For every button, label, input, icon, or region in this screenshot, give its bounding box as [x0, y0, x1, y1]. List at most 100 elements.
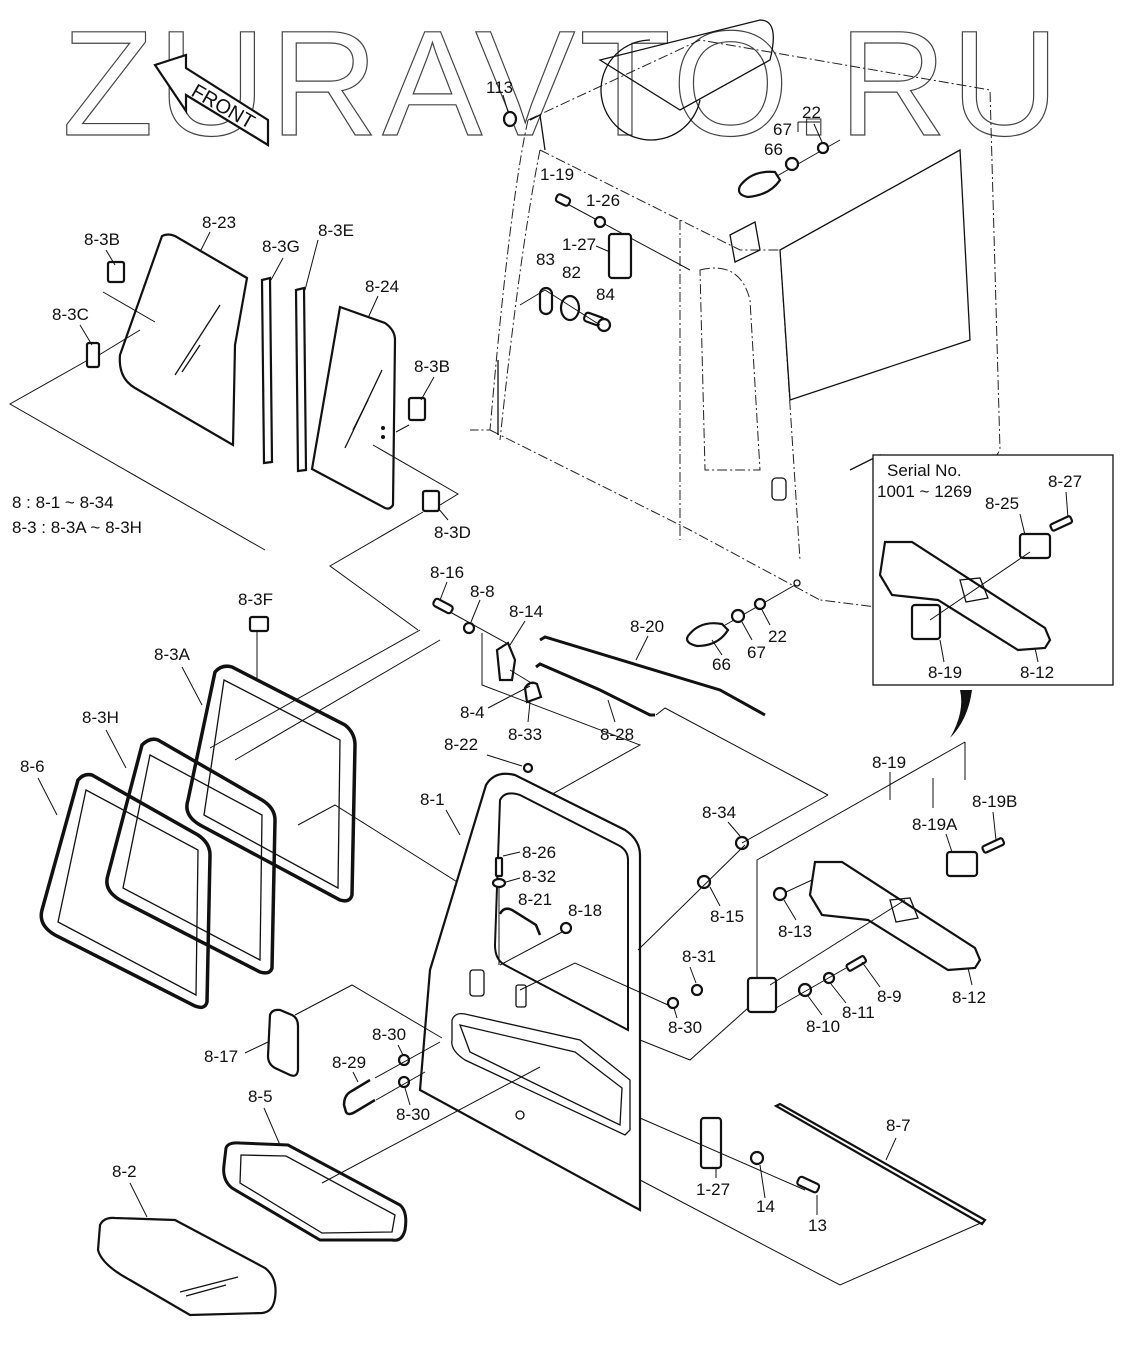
part-8-2-glass: 8-2 [96, 1162, 277, 1317]
svg-text:8-27: 8-27 [1048, 472, 1082, 491]
part-8-10: 8-10 [797, 982, 840, 1036]
svg-text:13: 13 [808, 1216, 827, 1235]
svg-text:8-3A: 8-3A [154, 645, 191, 664]
part-8-30-c: 8-30 [375, 1071, 430, 1124]
svg-text:8-15: 8-15 [710, 907, 744, 926]
svg-text:1001 ~ 1269: 1001 ~ 1269 [877, 482, 972, 501]
svg-text:8-6: 8-6 [20, 757, 45, 776]
part-8-32-washer: 8-32 [491, 867, 556, 965]
part-8-3B-latch-a: 8-3B [84, 230, 156, 323]
svg-text:8-30: 8-30 [372, 1025, 406, 1044]
part-8-13: 8-13 [772, 879, 813, 941]
svg-text:83: 83 [536, 250, 555, 269]
svg-text:8-3H: 8-3H [82, 708, 119, 727]
part-14-washer: 14 [749, 1150, 775, 1216]
serial-inset: Serial No. 1001 ~ 1269 8-27 8-25 8-19 8-… [872, 454, 1114, 686]
svg-text:8-32: 8-32 [522, 867, 556, 886]
part-8-19-assembly: 8-19 [872, 753, 906, 800]
part-8-20-rod: 8-20 [539, 617, 766, 717]
svg-text:22: 22 [768, 627, 787, 646]
part-8-26-bolt: 8-26 [494, 843, 556, 878]
svg-text:8-2: 8-2 [112, 1162, 137, 1181]
part-hinge-upper: 1-19 1-26 1-27 83 82 84 [519, 165, 691, 333]
svg-text:8-13: 8-13 [778, 922, 812, 941]
part-8-4: 8-4 [460, 685, 531, 722]
part-8-3E-seal: 8-3E [294, 221, 354, 473]
svg-text:1-27: 1-27 [696, 1180, 730, 1199]
svg-text:8-28: 8-28 [600, 725, 634, 744]
svg-text:8-21: 8-21 [518, 890, 552, 909]
svg-text:67: 67 [747, 643, 766, 662]
part-8-21-rod: 8-21 [498, 890, 552, 936]
svg-text:67: 67 [773, 120, 792, 139]
svg-text:66: 66 [764, 140, 783, 159]
part-8-7-strip: 8-7 [773, 1102, 987, 1226]
part-66-67-22-lower: 66 67 22 [685, 579, 801, 674]
part-8-29-ubolt: 8-29 [332, 1053, 376, 1116]
svg-text:113: 113 [486, 78, 513, 97]
svg-text:84: 84 [596, 285, 615, 304]
part-66-67-22-upper: 66 67 22 [737, 103, 841, 199]
part-13-bolt: 13 [796, 1175, 827, 1235]
part-8-30-a: 8-30 [519, 962, 702, 1037]
svg-text:Serial No.: Serial No. [887, 461, 962, 480]
svg-text:82: 82 [562, 263, 581, 282]
svg-text:8-11: 8-11 [842, 1003, 875, 1022]
svg-text:8-3F: 8-3F [238, 590, 273, 609]
svg-text:8-19B: 8-19B [972, 792, 1017, 811]
svg-text:8-8: 8-8 [470, 582, 495, 601]
part-8-34: 8-34 [702, 803, 750, 851]
svg-text:8-12: 8-12 [1020, 663, 1054, 682]
part-8-14-lever: 8-14 [495, 602, 543, 682]
legend: 8 : 8-1 ~ 8-34 8-3 : 8-3A ~ 8-3H [12, 493, 142, 537]
part-8-24-glass: 8-24 [310, 277, 399, 510]
svg-text:8-19A: 8-19A [912, 815, 958, 834]
watermark-text: ZURAVTO.RU [62, 0, 1063, 167]
part-113: 113 [486, 78, 518, 128]
part-8-23-glass: 8-23 [118, 213, 249, 447]
part-8-12-armrest: 8-12 [808, 860, 986, 1007]
svg-text:8-16: 8-16 [430, 563, 464, 582]
svg-text:8 : 8-1 ~ 8-34: 8 : 8-1 ~ 8-34 [12, 493, 114, 512]
svg-text:22: 22 [802, 103, 821, 122]
part-8-3G-seal: 8-3G [260, 237, 300, 465]
part-8-6-seal: 8-6 [20, 757, 212, 1010]
part-8-28-rod: 8-28 [535, 662, 655, 744]
svg-text:8-23: 8-23 [202, 213, 236, 232]
svg-text:8-3C: 8-3C [52, 305, 89, 324]
part-8-22: 8-22 [444, 735, 534, 774]
svg-text:8-4: 8-4 [460, 703, 485, 722]
svg-text:8-19: 8-19 [872, 753, 906, 772]
part-8-11: 8-11 [822, 971, 875, 1022]
part-8-3D-clip: 8-3D [372, 444, 471, 542]
part-8-3F-block: 8-3F [238, 590, 273, 678]
svg-text:8-24: 8-24 [365, 277, 399, 296]
svg-text:8-34: 8-34 [702, 803, 736, 822]
svg-text:66: 66 [712, 655, 731, 674]
part-8-19-latch [746, 899, 906, 1014]
svg-text:8-7: 8-7 [886, 1116, 911, 1135]
svg-text:8-1: 8-1 [420, 790, 445, 809]
part-8-3H-seal: 8-3H [82, 708, 277, 975]
svg-text:8-5: 8-5 [248, 1087, 273, 1106]
part-8-31: 8-31 [682, 947, 716, 997]
svg-text:8-10: 8-10 [806, 1017, 840, 1036]
part-8-3C-clip: 8-3C [52, 305, 141, 369]
svg-text:8-18: 8-18 [568, 901, 602, 920]
svg-text:8-3B: 8-3B [84, 230, 120, 249]
part-8-30-b: 8-30 [372, 1025, 441, 1079]
svg-text:8-12: 8-12 [952, 988, 986, 1007]
part-1-27-hinge: 1-27 [639, 1116, 806, 1199]
svg-text:8-25: 8-25 [985, 494, 1019, 513]
svg-text:8-3G: 8-3G [262, 237, 300, 256]
part-8-9: 8-9 [775, 955, 902, 1009]
svg-text:8-22: 8-22 [444, 735, 478, 754]
part-8-15: 8-15 [696, 874, 744, 926]
svg-text:8-9: 8-9 [877, 987, 902, 1006]
part-8-1-door: 8-1 [418, 772, 642, 1212]
svg-text:1-27: 1-27 [562, 235, 596, 254]
part-8-19A: 8-19A [912, 778, 979, 878]
svg-text:1-19: 1-19 [540, 165, 574, 184]
part-8-5-seal: 8-5 [222, 1066, 541, 1242]
